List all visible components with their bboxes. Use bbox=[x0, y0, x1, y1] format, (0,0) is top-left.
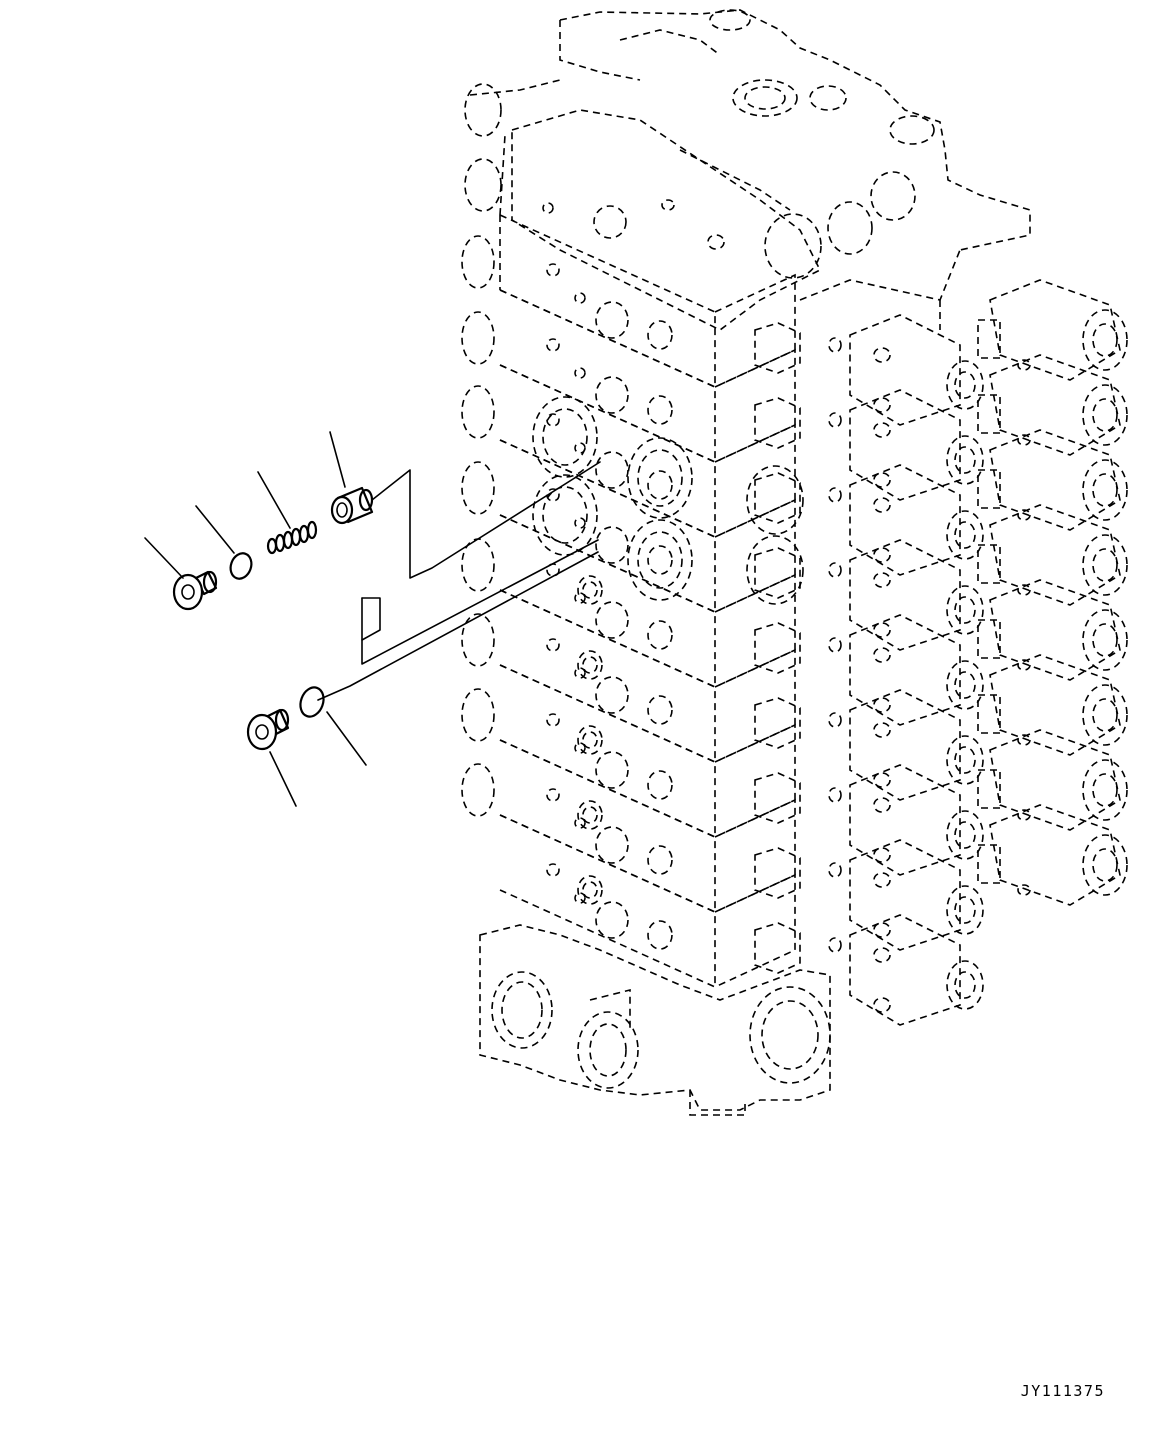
solenoid-valve bbox=[849, 579, 1128, 726]
left-tie-bolts bbox=[461, 235, 495, 817]
valve-section bbox=[499, 439, 842, 614]
o-ring-icon bbox=[229, 552, 253, 580]
exploded-parts bbox=[172, 486, 374, 751]
valve-section bbox=[499, 364, 842, 539]
coil-spring-icon bbox=[266, 520, 318, 555]
valve-bottom-body bbox=[479, 924, 831, 1116]
callout-leader-lines bbox=[144, 431, 367, 807]
solenoid-valve bbox=[849, 804, 1128, 951]
valve-section bbox=[499, 739, 842, 914]
valve-top-head bbox=[464, 9, 1031, 331]
solenoid-valve bbox=[849, 429, 1128, 576]
hex-socket-plug-icon bbox=[172, 570, 218, 611]
solenoid-valve bbox=[849, 654, 1128, 801]
solenoid-valve-bank bbox=[799, 249, 1128, 1026]
valve-section bbox=[499, 814, 842, 989]
solenoid-valve bbox=[849, 504, 1128, 651]
drawing-reference-code: JY111375 bbox=[1020, 1382, 1105, 1400]
valve-section bbox=[499, 514, 842, 689]
valve-section bbox=[499, 289, 842, 464]
valve-section bbox=[499, 664, 842, 839]
solenoid-valve bbox=[849, 354, 1128, 501]
solenoid-valve bbox=[849, 729, 1128, 876]
valve-sections bbox=[499, 214, 842, 989]
spool-icon bbox=[330, 486, 374, 525]
control-valve-block bbox=[461, 9, 1128, 1116]
solenoid-valve bbox=[849, 279, 1128, 426]
hex-socket-plug-icon bbox=[246, 708, 290, 751]
assembly-path-lines bbox=[317, 461, 601, 701]
o-ring-icon bbox=[299, 686, 325, 718]
solenoid-valve bbox=[849, 914, 984, 1026]
valve-section bbox=[499, 589, 842, 764]
valve-section bbox=[499, 214, 842, 389]
